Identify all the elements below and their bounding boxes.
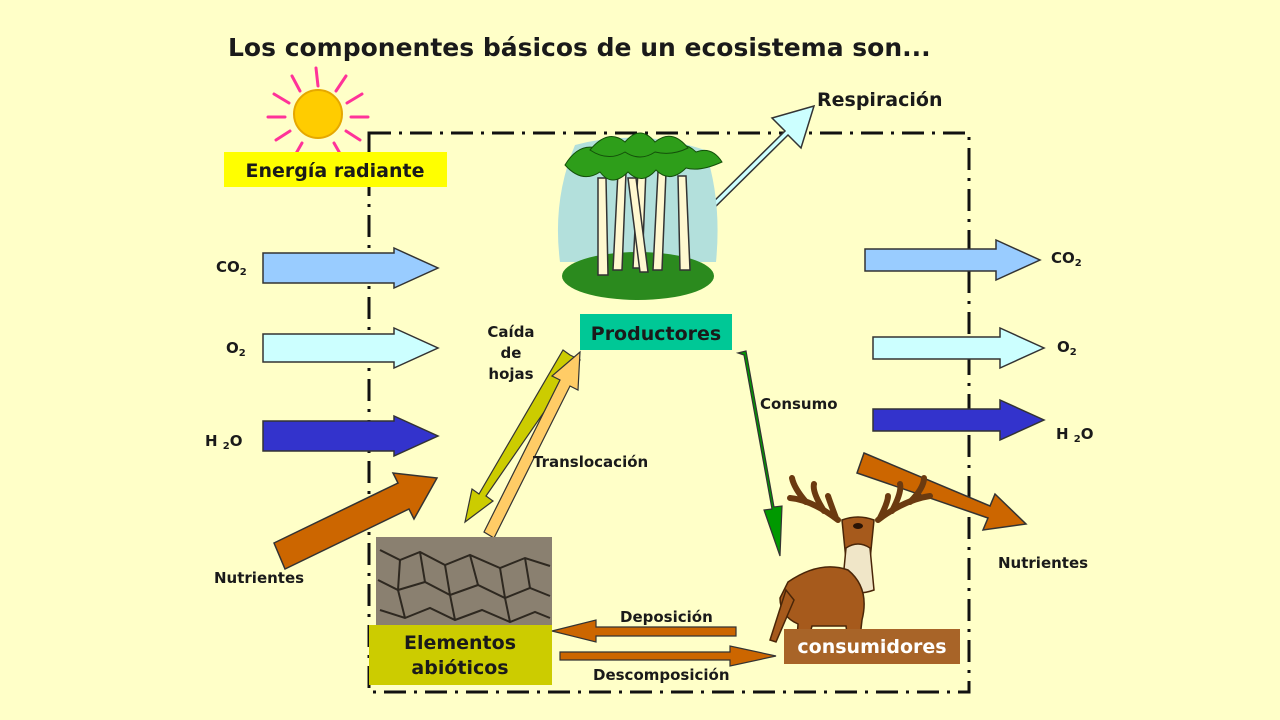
input-o2-label: O2 xyxy=(226,339,246,359)
energy-box xyxy=(224,152,447,187)
input-co2-label: CO2 xyxy=(216,258,247,278)
output-co2-arrow xyxy=(864,238,1042,282)
decomposition-arrow xyxy=(559,645,777,667)
consumers-box xyxy=(784,629,960,664)
output-co2-label: CO2 xyxy=(1051,249,1082,269)
leaf-fall-label-1: Caída xyxy=(487,323,534,341)
consumption-arrow xyxy=(735,350,783,557)
translocation-arrow xyxy=(483,350,581,539)
producers-label: Productores xyxy=(591,323,721,345)
translocation-label: Translocación xyxy=(533,453,648,471)
consumption-label: Consumo xyxy=(760,395,838,413)
abiotic-label-line1: Elementos xyxy=(404,632,516,654)
sun-icon xyxy=(266,66,370,159)
output-nutrients-arrow xyxy=(856,451,1028,531)
producers-box xyxy=(580,314,732,350)
output-o2-label: O2 xyxy=(1057,338,1077,358)
respiration-label: Respiración xyxy=(817,89,943,111)
consumers-label: consumidores xyxy=(797,636,946,658)
deer-illustration xyxy=(769,475,933,657)
deposition-arrow xyxy=(551,619,737,643)
input-h2o-arrow xyxy=(262,414,440,458)
energy-label: Energía radiante xyxy=(246,160,425,182)
leaf-fall-label-3: hojas xyxy=(488,365,533,383)
deposition-label: Deposición xyxy=(620,608,713,626)
input-nutrients-label: Nutrientes xyxy=(214,569,304,587)
leaf-fall-label-2: de xyxy=(501,344,522,362)
input-o2-arrow xyxy=(262,326,440,370)
input-h2o-label: H 2O xyxy=(205,432,243,452)
decomposition-label: Descomposición xyxy=(593,666,730,684)
output-nutrients-label: Nutrientes xyxy=(998,554,1088,572)
page-title: Los componentes básicos de un ecosistema… xyxy=(228,33,931,62)
output-h2o-label: H 2O xyxy=(1056,425,1094,445)
abiotic-box xyxy=(369,625,552,685)
cracked-soil-image xyxy=(376,537,552,625)
respiration-arrow xyxy=(702,104,816,218)
abiotic-label-line2: abióticos xyxy=(411,657,508,679)
trees-illustration xyxy=(557,132,723,300)
input-co2-arrow xyxy=(262,246,440,290)
output-h2o-arrow xyxy=(872,398,1046,442)
input-nutrients-arrow xyxy=(273,472,439,571)
output-o2-arrow xyxy=(872,326,1046,370)
